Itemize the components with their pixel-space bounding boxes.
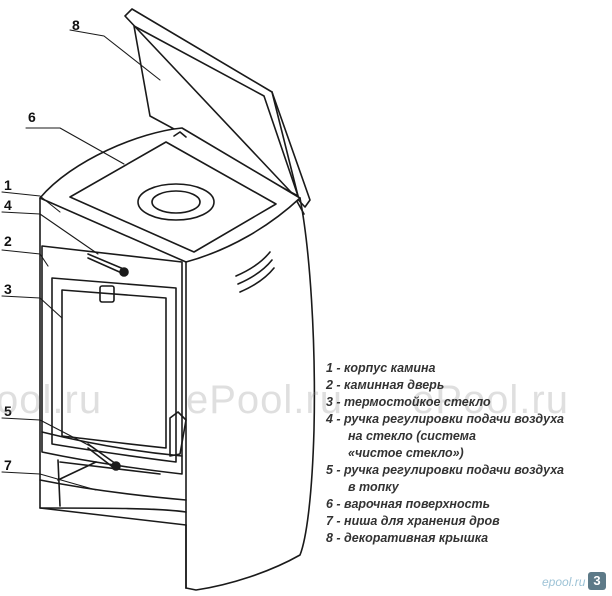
callout-number-5: 5 [4,403,12,419]
legend-item-1: 1 - корпус камина [326,360,610,377]
leader-lines [1,29,161,491]
legend-label: 7 - ниша для хранения дров [326,514,500,528]
logo-badge-icon: 3 [588,572,606,590]
legend-item-7: 7 - ниша для хранения дров [326,513,610,530]
legend-item-2: 2 - каминная дверь [326,377,610,394]
glass-air-handle [87,253,129,277]
watermark: ool.ru [0,378,103,422]
legend-item-5: 5 - ручка регулировки подачи воздуха в т… [326,462,610,496]
callout-number-1: 1 [4,177,12,193]
site-logo: epool.ru 3 [542,572,608,592]
legend-item-4: 4 - ручка регулировки подачи воздуха на … [326,411,610,462]
parts-legend: 1 - корпус камина 2 - каминная дверь 3 -… [326,360,610,547]
stove-body [39,197,316,591]
watermark: ePool.ru [412,378,569,422]
legend-label: 1 - корпус камина [326,361,436,375]
wood-storage-niche [57,459,161,507]
legend-continuation: «чистое стекло») [348,446,464,460]
callout-number-4: 4 [4,197,12,213]
callout-number-8: 8 [72,17,80,33]
legend-label: 5 - ручка регулировки подачи воздуха [326,463,564,477]
legend-label: 8 - декоративная крышка [326,531,489,545]
legend-continuation: в топку [348,480,399,494]
legend-item-8: 8 - декоративная крышка [326,530,610,547]
door-handle [169,411,187,457]
heat-resistant-glass [61,289,167,449]
door-latch [99,285,115,303]
callout-number-6: 6 [28,109,36,125]
watermark: ePool.ru [186,378,343,422]
stove-door [41,245,187,475]
callout-number-3: 3 [4,281,12,297]
cooking-surface [39,127,301,263]
legend-label: 3 - термостойкое стекло [326,395,491,409]
legend-item-6: 6 - варочная поверхность [326,496,610,513]
logo-text: epool.ru [542,575,586,589]
legend-item-3: 3 - термостойкое стекло [326,394,610,411]
callout-number-2: 2 [4,233,12,249]
callout-number-7: 7 [4,457,12,473]
legend-label: 2 - каминная дверь [326,378,445,392]
legend-label: 4 - ручка регулировки подачи воздуха [326,412,564,426]
legend-label: 6 - варочная поверхность [326,497,491,511]
legend-continuation: на стекло (система [348,429,476,443]
